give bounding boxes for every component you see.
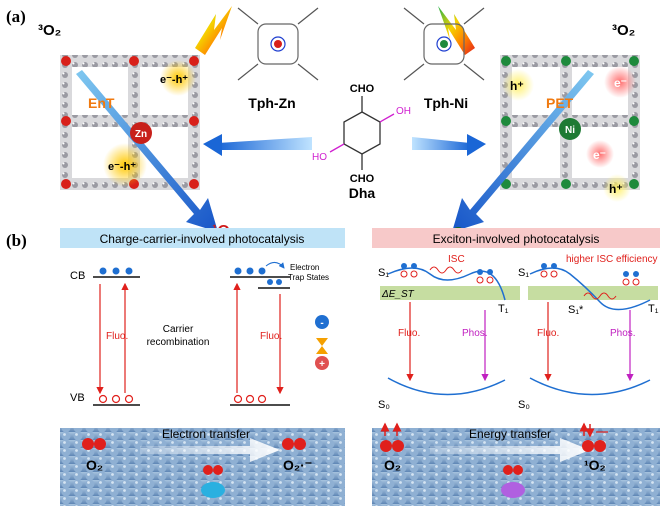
o2-spin-paired-right	[579, 422, 608, 452]
s1-label-b: S₁	[518, 267, 529, 279]
delta-est-label: ΔE_ST	[381, 289, 415, 300]
carrier-recombination-2: recombination	[147, 337, 210, 348]
fluo-label-4: Fluo.	[537, 328, 559, 339]
isc-label: ISC	[448, 254, 465, 265]
tph-ni-structure	[403, 7, 485, 81]
ho-label: HO	[312, 152, 327, 163]
electron-transfer-arrow	[140, 438, 280, 462]
zn-center	[130, 122, 152, 144]
excited-electrons	[401, 263, 639, 277]
h-plus-2: h⁺	[609, 182, 623, 196]
energy-transfer-label: Energy transfer	[469, 427, 551, 441]
higher-isc-label: higher ISC efficiency	[566, 254, 658, 265]
t1-label-a: T₁	[498, 303, 509, 315]
s1-label-a: S₁	[378, 267, 389, 279]
electron-transfer-label: Electron transfer	[162, 427, 250, 441]
oh-label: OH	[396, 106, 411, 117]
fluo-label-1: Fluo.	[106, 331, 128, 342]
ent-label: EnT	[88, 95, 115, 111]
panel-b-label: (b)	[6, 231, 27, 250]
dha-structure	[329, 96, 395, 170]
svg-text:+: +	[319, 359, 325, 370]
metal-node	[61, 56, 71, 66]
e-minus-2: e⁻	[593, 148, 606, 162]
framework-left	[60, 55, 200, 190]
pet-label: PET	[546, 95, 574, 111]
energy-transfer-arrow	[430, 438, 590, 462]
left-header	[60, 228, 345, 248]
arrow-pet-diagonal	[452, 70, 594, 232]
cb-electrons-left	[99, 267, 282, 285]
cho-top: CHO	[350, 83, 375, 95]
eh-pair-top: e⁻-h⁺	[160, 74, 188, 86]
o2-triplet-right: ³O₂	[612, 22, 635, 39]
tph-zn-label: Tph-Zn	[248, 95, 295, 111]
t1-label-b: T₁	[648, 303, 659, 315]
lightning-left-icon	[195, 6, 232, 55]
arrow-to-right	[467, 134, 486, 156]
carrier-recombination-1: Carrier	[163, 324, 194, 335]
ni-label: Ni	[565, 125, 575, 136]
isc-wave	[429, 266, 463, 274]
o2-spin-up-left	[380, 422, 404, 452]
trap-states-2: Trap States	[288, 273, 329, 282]
tph-zn-structure	[237, 7, 319, 81]
arrow-ent-diagonal	[76, 70, 218, 232]
h-plus-1: h⁺	[510, 79, 524, 93]
higher-isc-wave	[583, 292, 617, 300]
trap-states-1: Electron	[290, 263, 319, 272]
fluo-label-2: Fluo.	[260, 331, 282, 342]
cho-bottom: CHO	[350, 173, 375, 185]
svg-text:-: -	[320, 318, 323, 329]
lightning-right-icon	[438, 6, 475, 55]
arrow-to-left	[203, 134, 222, 156]
left-title: Charge-carrier-involved photocatalysis	[100, 232, 305, 246]
fluo-label-3: Fluo.	[398, 328, 420, 339]
delta-est-band-2	[528, 286, 658, 300]
superoxide-label: O₂·⁻	[283, 457, 312, 473]
o2-left-label: O₂	[86, 457, 103, 473]
adsorbed-site-right	[501, 465, 525, 498]
o2-right-panel-label: O₂	[384, 457, 401, 473]
dha-label: Dha	[349, 185, 376, 201]
e-minus-1: e⁻	[614, 76, 627, 90]
cb-label: CB	[70, 270, 85, 282]
right-title: Exciton-involved photocatalysis	[433, 232, 600, 246]
eh-pair-bottom: e⁻-h⁺	[108, 161, 136, 173]
excited-holes	[400, 270, 640, 286]
s0-label-b: S₀	[518, 399, 530, 411]
vb-holes	[98, 394, 267, 404]
tph-ni-label: Tph-Ni	[424, 95, 468, 111]
singlet-oxygen-label: ¹O₂	[584, 457, 606, 473]
charge-pair-icon: - +	[315, 315, 329, 370]
phos-label-1: Phos.	[462, 328, 488, 339]
adsorbed-site-left	[201, 465, 225, 498]
o2-molecule-right	[282, 438, 306, 450]
phos-label-2: Phos.	[610, 328, 636, 339]
delta-est-band-1	[380, 286, 520, 300]
ni-center	[559, 118, 581, 140]
s0-label-a: S₀	[378, 399, 390, 411]
s1-star-label: S₁*	[568, 304, 584, 316]
o2-molecule-left	[82, 438, 106, 450]
vb-label: VB	[70, 392, 85, 404]
panel-a-label: (a)	[6, 7, 26, 26]
o2-triplet-left: ³O₂	[38, 22, 61, 39]
right-header	[372, 228, 660, 248]
s0-curve-a	[387, 377, 506, 396]
s0-curve-b	[529, 377, 651, 396]
zn-label: Zn	[135, 129, 147, 140]
